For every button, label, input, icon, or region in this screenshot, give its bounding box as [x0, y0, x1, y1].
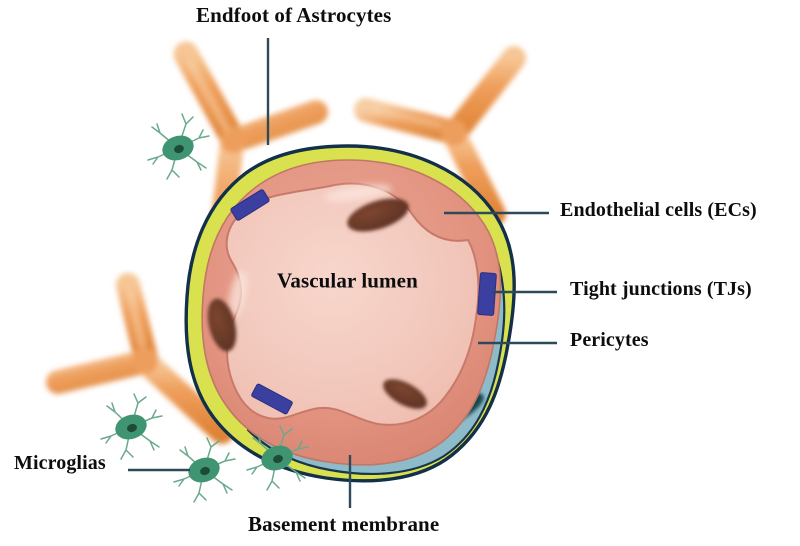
label-microglias: Microglias [14, 452, 106, 474]
label-endothelial-cells: Endothelial cells (ECs) [560, 199, 757, 221]
label-basement-membrane: Basement membrane [248, 512, 440, 536]
tight-junction-lower-left [251, 383, 293, 415]
tight-junction-upper-left [230, 189, 270, 221]
microglia-label-end [173, 437, 236, 503]
vessel-cross-section [184, 144, 516, 483]
microglia-upper-left [147, 113, 210, 180]
label-pericytes: Pericytes [570, 329, 649, 351]
astrocyte-bottom-left-highlight [126, 288, 146, 349]
ec-nucleus-top [347, 198, 409, 232]
tight-junction-right [477, 272, 497, 316]
lumen-highlights [228, 184, 392, 318]
astrocyte-top-left-highlight [186, 58, 230, 132]
astrocyte-top-right-highlight [371, 107, 443, 128]
ec-nucleus-bottom [383, 379, 427, 409]
microglia-bottom-center [246, 425, 309, 491]
ec-nucleus-left [207, 298, 237, 352]
label-tight-junctions: Tight junctions (TJs) [570, 278, 752, 300]
label-endfoot-of-astrocytes: Endfoot of Astrocytes [196, 3, 392, 27]
label-vascular-lumen: Vascular lumen [277, 268, 418, 293]
microglia-lower-left [100, 393, 163, 460]
vascular-lumen [225, 182, 480, 426]
